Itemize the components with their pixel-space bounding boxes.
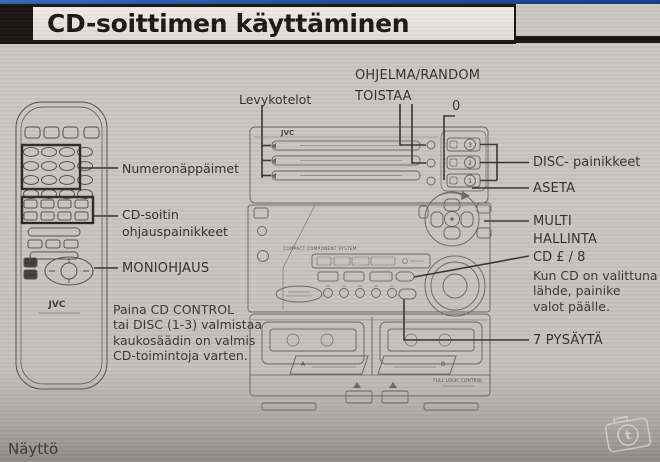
number-pad [20,143,93,199]
disc-buttons: 3 2 1 [440,130,487,192]
disc-number-2: 2 [468,160,472,167]
header-underline [514,36,660,43]
deck-b-label: B [441,361,445,368]
cd-play-pause-button [395,271,415,282]
callout-levykotelot: Levykotelot [239,92,312,107]
callout-ohjelma-random: OHJELMA/RANDOM TOISTAA [355,68,481,104]
callout-naytto: Näyttö [8,440,59,458]
disc-trays [271,140,421,181]
panel-caption: COMPACT COMPONENT SYSTEM [283,246,357,251]
callout-leader-lines [80,104,530,341]
volume-knob [424,255,486,317]
callout-cd-soitin: CD-soitin ohjauspainikkeet [122,207,228,239]
title-box: CD-soittimen käyttäminen [33,7,514,40]
remote-brand-logo: JVC [48,300,66,310]
deck-caption: FULL LOGIC CONTROL [433,378,483,384]
program-button [426,140,436,150]
disc-number-3: 3 [468,142,472,149]
cd-control-buttons [20,195,95,225]
disc-number-1: 1 [468,178,472,185]
callout-numeronappaimet: Numeronäppäimet [122,161,240,176]
repeat-button [426,176,436,186]
page-title: CD-soittimen käyttäminen [47,9,410,38]
camera-watermark-icon: t [604,416,652,453]
callout-zero: 0 [452,99,461,114]
multi-control-dial [418,191,492,247]
callout-paina-note: Paina CD CONTROL tai DISC (1-3) valmista… [113,302,263,364]
callout-moniohjaus: MONIOHJAUS [122,261,210,276]
cd-buttons-highlight-box [20,195,95,225]
deck-a-label: A [301,361,306,368]
callout-aseta: ASETA [533,181,576,196]
device-brand-logo: JVC [280,129,294,137]
number-pad-highlight-box [20,143,82,191]
callout-disc-painikkeet: DISC- painikkeet [533,155,641,170]
cassette-deck: A B FULL LOGIC CONTROL [249,313,491,411]
stereo-system-sketch: JVC [247,126,492,411]
multi-control-pad [44,256,94,286]
display-bar [311,253,431,269]
stop-button [398,288,417,300]
watermark-letter: t [624,428,632,443]
callout-cd-play: CD £ / 8 [533,250,586,265]
callout-multi-hallinta: MULTI HALLINTA [533,214,598,247]
callout-cd-note: Kun CD on valittuna lähde, painike valot… [533,268,658,314]
callout-pysayta: 7 PYSÄYTÄ [533,333,603,348]
window-top-strip [0,0,660,4]
remote-control-sketch: JVC [15,101,108,390]
random-button [426,158,436,168]
